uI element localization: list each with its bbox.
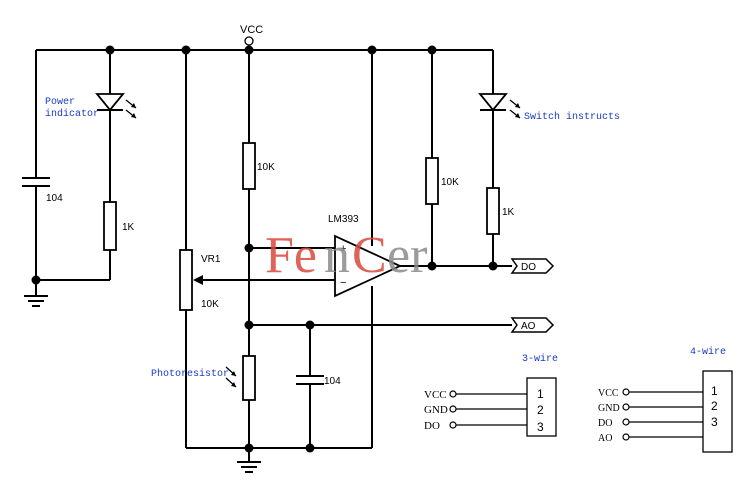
connector-3-wire-num-3: 3 [537, 420, 544, 434]
port-do-label: DO [521, 262, 536, 273]
capacitor-c2-label: 104 [324, 376, 341, 387]
vcc-label: VCC [240, 24, 263, 36]
connector-4-wire-title: 4-wire [690, 346, 726, 358]
resistor-led2-icon [486, 187, 500, 235]
opamp-triangle-icon [334, 234, 403, 298]
connector-4-wire: 4-wire 1 2 3 VCC GND DO AO [598, 346, 733, 453]
output-branch: 10K 1K Switch instructs [425, 50, 620, 266]
connector-3-wire-pin-do: DO [424, 420, 440, 432]
watermark-er: er [387, 227, 427, 284]
port-ao: AO [510, 317, 555, 333]
port-ao-icon [510, 317, 555, 333]
switch-instructs-label: Switch instructs [524, 111, 620, 123]
vr1-name-label: VR1 [201, 254, 221, 265]
resistor-pullup-label: 10K [441, 177, 459, 188]
port-ao-label: AO [521, 321, 536, 332]
connector-3-wire-num-2: 2 [537, 403, 544, 417]
connector-4-wire-pin-gnd: GND [598, 403, 620, 414]
connector-3-wire: 3-wire 1 2 3 VCC GND DO [424, 353, 558, 437]
connector-3-wire-num-1: 1 [537, 387, 544, 401]
watermark-fe: Fe [265, 227, 317, 284]
resistor-led1-icon [103, 201, 117, 251]
wiper-arrow-icon [193, 275, 203, 285]
resistor-top-icon [242, 142, 256, 190]
vcc-rail: VCC [36, 24, 493, 51]
ground-icon-center [237, 461, 261, 473]
potentiometer-icon [179, 249, 193, 311]
connector-4-wire-num-3: 3 [711, 415, 718, 429]
watermark-n: n [324, 227, 350, 284]
connector-4-wire-pin-ao: AO [598, 433, 612, 444]
power-indicator-branch: 104 1K Power indicator [22, 50, 137, 307]
connector-3-wire-housing [526, 377, 557, 437]
junction-dots [31, 45, 498, 453]
potentiometer-vr1: VR1 10K [179, 50, 335, 448]
vcc-terminal [244, 36, 254, 46]
watermark-c: C [352, 227, 387, 284]
power-indicator-label-line2: indicator [45, 108, 99, 120]
opamp-minus-sign: − [340, 277, 346, 289]
led-switch-indicator-icon [478, 93, 521, 119]
resistor-led2-label: 1K [502, 207, 515, 218]
photoresistor-label: Photoresistor [151, 368, 229, 380]
port-do-icon [510, 258, 555, 274]
resistor-top-label: 10K [257, 162, 275, 173]
ground-rail [186, 447, 372, 473]
power-indicator-label-line1: Power [45, 97, 75, 108]
resistor-led1-label: 1K [122, 222, 135, 233]
connector-4-wire-pin-do: DO [598, 418, 612, 429]
fencer-watermark: Fe n C er [265, 227, 427, 284]
capacitor-c1-label: 104 [46, 193, 63, 204]
connector-4-wire-housing [702, 370, 733, 453]
ground-icon-left [24, 295, 48, 307]
opamp-label: LM393 [328, 214, 359, 225]
connector-3-wire-title: 3-wire [522, 353, 558, 365]
led-power-indicator-icon [95, 93, 137, 119]
opamp-plus-sign: + [340, 243, 346, 255]
light-arrows-icon [225, 366, 237, 388]
vr1-value-label: 10K [201, 299, 219, 310]
resistor-pullup-icon [425, 157, 439, 205]
connector-4-wire-pin-vcc: VCC [598, 388, 619, 399]
connector-4-wire-num-2: 2 [711, 399, 718, 413]
port-do: DO [510, 258, 555, 274]
photoresistor-icon [242, 355, 256, 401]
connector-4-wire-num-1: 1 [711, 384, 718, 398]
sensor-divider: 10K Photoresistor [151, 50, 512, 448]
connector-3-wire-pin-gnd: GND [424, 404, 448, 416]
connector-3-wire-pin-vcc: VCC [424, 389, 447, 401]
capacitor-c2: 104 [296, 325, 341, 448]
